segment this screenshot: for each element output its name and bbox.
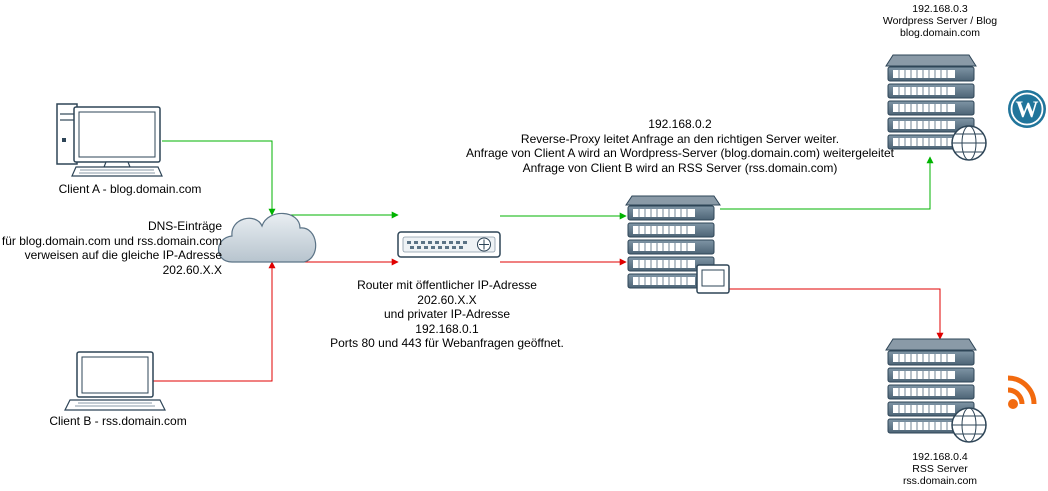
proxy-server-icon — [625, 195, 730, 294]
desktop-computer-icon — [56, 103, 163, 177]
client-a-label: Client A - blog.domain.com — [58, 182, 202, 196]
web-server-icon — [885, 54, 987, 161]
wordpress-line: 192.168.0.3 — [912, 3, 968, 15]
rss-line: rss.domain.com — [902, 475, 978, 487]
dns-line: verweisen auf die gleiche IP-Adresse — [24, 248, 222, 262]
laptop-icon — [64, 351, 166, 411]
proxy-line: Reverse-Proxy leitet Anfrage an den rich… — [520, 131, 840, 146]
dns-line: für blog.domain.com und rss.domain.com — [1, 233, 222, 248]
proxy-line: Anfrage von Client B wird an RSS Server … — [522, 160, 838, 175]
router-description: Router mit öffentlicher IP-Adresse 202.6… — [297, 278, 597, 351]
rss-line: RSS Server — [912, 463, 968, 475]
rss-server-description: 192.168.0.4 RSS Server rss.domain.com — [860, 451, 1020, 487]
dns-description: DNS-Einträge für blog.domain.com und rss… — [0, 219, 222, 277]
router-line: Router mit öffentlicher IP-Adresse — [357, 278, 537, 292]
client-b-label: Client B - rss.domain.com — [49, 414, 187, 428]
router-line: 192.168.0.1 — [415, 321, 479, 336]
web-server-icon — [885, 338, 987, 443]
proxy-description: 192.168.0.2 Reverse-Proxy leitet Anfrage… — [440, 117, 920, 175]
dns-line: DNS-Einträge — [147, 219, 222, 233]
wordpress-line: Wordpress Server / Blog — [882, 15, 998, 27]
cloud-icon — [217, 212, 317, 263]
proxy-line: Anfrage von Client A wird an Wordpress-S… — [466, 146, 894, 160]
svg-text:W: W — [1016, 97, 1039, 122]
connection-proxy-to-rss — [728, 288, 944, 340]
rss-line: 192.168.0.4 — [912, 451, 968, 463]
wordpress-line: blog.domain.com — [900, 27, 980, 39]
router-line: 202.60.X.X — [417, 292, 477, 307]
wordpress-server-description: 192.168.0.3 Wordpress Server / Blog blog… — [860, 3, 1020, 39]
router-line: Ports 80 und 443 für Webanfragen geöffne… — [330, 336, 564, 350]
wordpress-logo-icon: W — [1008, 90, 1046, 128]
router-icon — [397, 231, 501, 258]
rss-feed-icon — [1007, 375, 1037, 409]
connection-client-b-to-cloud — [152, 261, 276, 382]
connection-proxy-to-wordpress — [720, 156, 934, 210]
router-line: und privater IP-Adresse — [383, 307, 511, 321]
dns-line: 202.60.X.X — [162, 262, 222, 277]
proxy-line: 192.168.0.2 — [648, 117, 712, 131]
connection-client-a-to-cloud — [162, 140, 276, 216]
